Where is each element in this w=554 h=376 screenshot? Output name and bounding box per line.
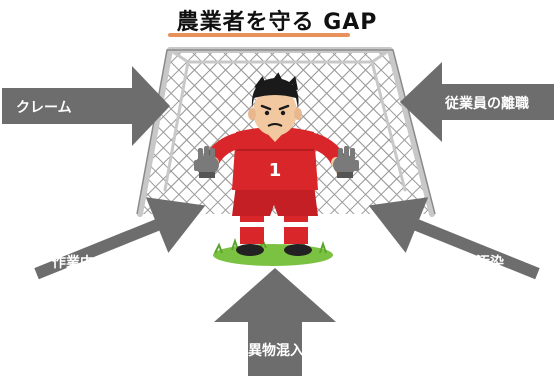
threat-label-claim: クレーム <box>16 100 72 116</box>
arrow-product-contamination <box>368 197 540 280</box>
grass-patch <box>213 237 333 266</box>
threat-label-employee-turnover: 従業員の離職 <box>445 96 529 112</box>
title-underline <box>168 33 350 37</box>
left-glove <box>194 146 219 178</box>
diagram-title: 農業者を守る GAP <box>176 10 378 35</box>
arrow-employee-turnover <box>400 62 554 142</box>
jersey-number: 1 <box>269 160 282 181</box>
arrow-claim <box>2 66 170 146</box>
threat-label-foreign-matter: 異物混入 <box>248 343 304 359</box>
threat-label-work-accident: 作業中の事故 <box>52 255 136 271</box>
right-glove <box>333 146 359 178</box>
arrow-foreign-matter <box>214 268 336 376</box>
arrow-work-accident <box>34 197 206 280</box>
threat-label-product-contamination: 農産物の汚染 <box>420 255 504 271</box>
goalkeeper <box>194 72 359 256</box>
